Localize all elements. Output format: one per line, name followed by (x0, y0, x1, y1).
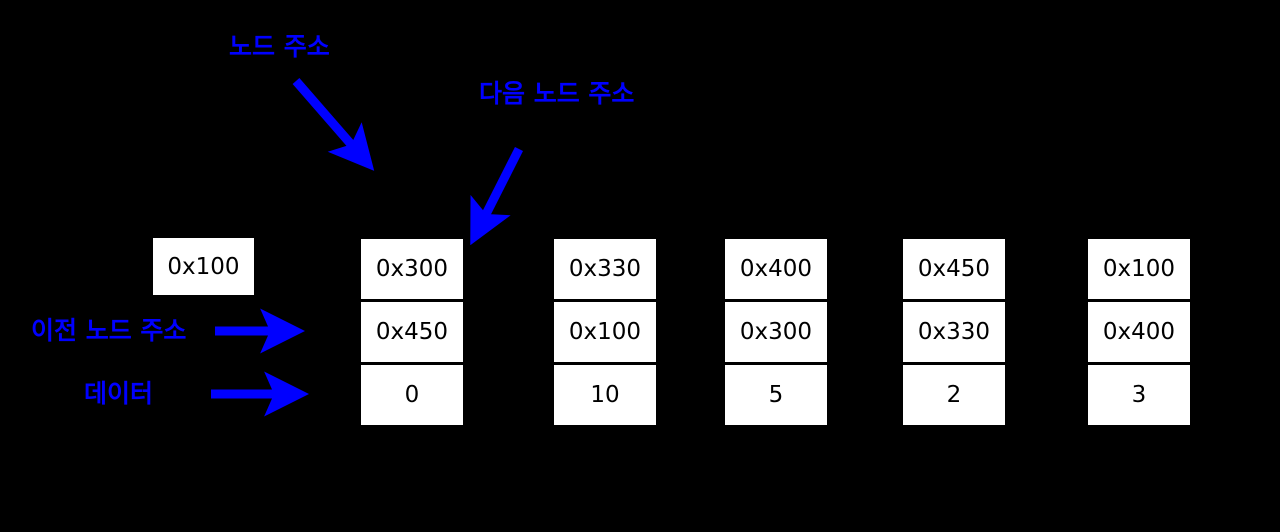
arrow-node-address (292, 78, 375, 171)
node-4-prev: 0x330 (901, 300, 1007, 364)
node-1: 0x300 0x450 0 (359, 237, 465, 427)
node-5-address: 0x100 (1086, 237, 1192, 301)
node-3-prev: 0x300 (723, 300, 829, 364)
node-4-data: 2 (901, 363, 1007, 427)
label-data: 데이터 (84, 379, 154, 408)
node-5-data: 3 (1086, 363, 1192, 427)
node-2-data: 10 (552, 363, 658, 427)
label-node-address: 노드 주소 (229, 32, 330, 61)
node-1-address: 0x300 (359, 237, 465, 301)
node-3-address: 0x400 (723, 237, 829, 301)
node-4-address: 0x450 (901, 237, 1007, 301)
node-5: 0x100 0x400 3 (1086, 237, 1192, 427)
node-5-prev: 0x400 (1086, 300, 1192, 364)
node-4: 0x450 0x330 2 (901, 237, 1007, 427)
node-3-data: 5 (723, 363, 829, 427)
node-2-address: 0x330 (552, 237, 658, 301)
node-2-prev: 0x100 (552, 300, 658, 364)
arrow-next-node-address (470, 146, 524, 246)
node-1-prev: 0x450 (359, 300, 465, 364)
head-pointer-box: 0x100 (151, 236, 256, 297)
node-1-data: 0 (359, 363, 465, 427)
node-3: 0x400 0x300 5 (723, 237, 829, 427)
node-2: 0x330 0x100 10 (552, 237, 658, 427)
label-next-node-address: 다음 노드 주소 (479, 79, 635, 108)
label-prev-node-address: 이전 노드 주소 (31, 316, 187, 345)
